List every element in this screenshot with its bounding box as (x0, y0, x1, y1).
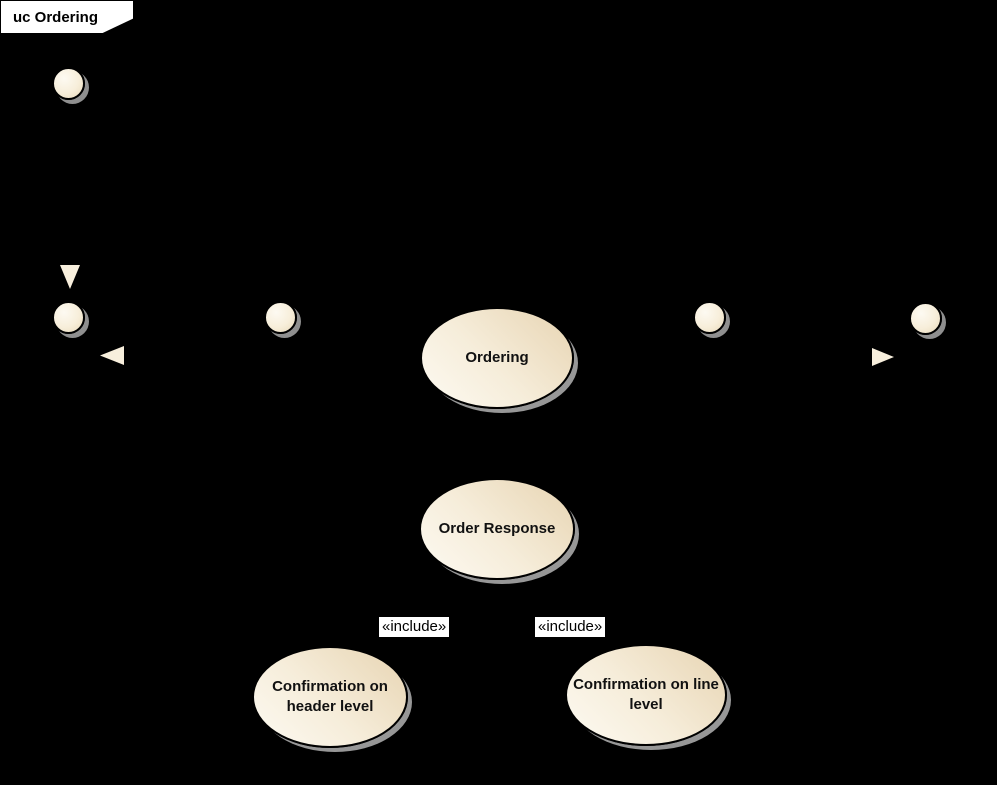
actor-head-middle-left-inner (264, 301, 297, 334)
usecase-confirmation-header: Confirmation on header level (252, 646, 408, 748)
usecase-ordering: Ordering (420, 307, 574, 409)
usecase-confirmation-line-label: Confirmation on line level (573, 675, 719, 713)
actor-head-middle-left-outer (52, 301, 85, 334)
usecase-ordering-label: Ordering (465, 348, 529, 366)
usecase-confirmation-header-label: Confirmation on header level (272, 677, 388, 715)
association-arrowhead-right-icon (872, 348, 894, 366)
diagram-frame-tab: uc Ordering (1, 1, 133, 33)
actor-head-middle-right-inner (693, 301, 726, 334)
actor-head-top-left (52, 67, 85, 100)
generalization-arrowhead-down-icon (60, 265, 80, 289)
actor-head-middle-right-outer (909, 302, 942, 335)
include-label-left: «include» (379, 617, 450, 637)
include-label-right: «include» (535, 617, 606, 637)
usecase-confirmation-line: Confirmation on line level (565, 644, 727, 746)
frame-label: uc Ordering (13, 8, 99, 26)
usecase-order-response: Order Response (419, 478, 575, 580)
association-arrowhead-left-icon (100, 346, 124, 365)
usecase-order-response-label: Order Response (438, 519, 556, 537)
